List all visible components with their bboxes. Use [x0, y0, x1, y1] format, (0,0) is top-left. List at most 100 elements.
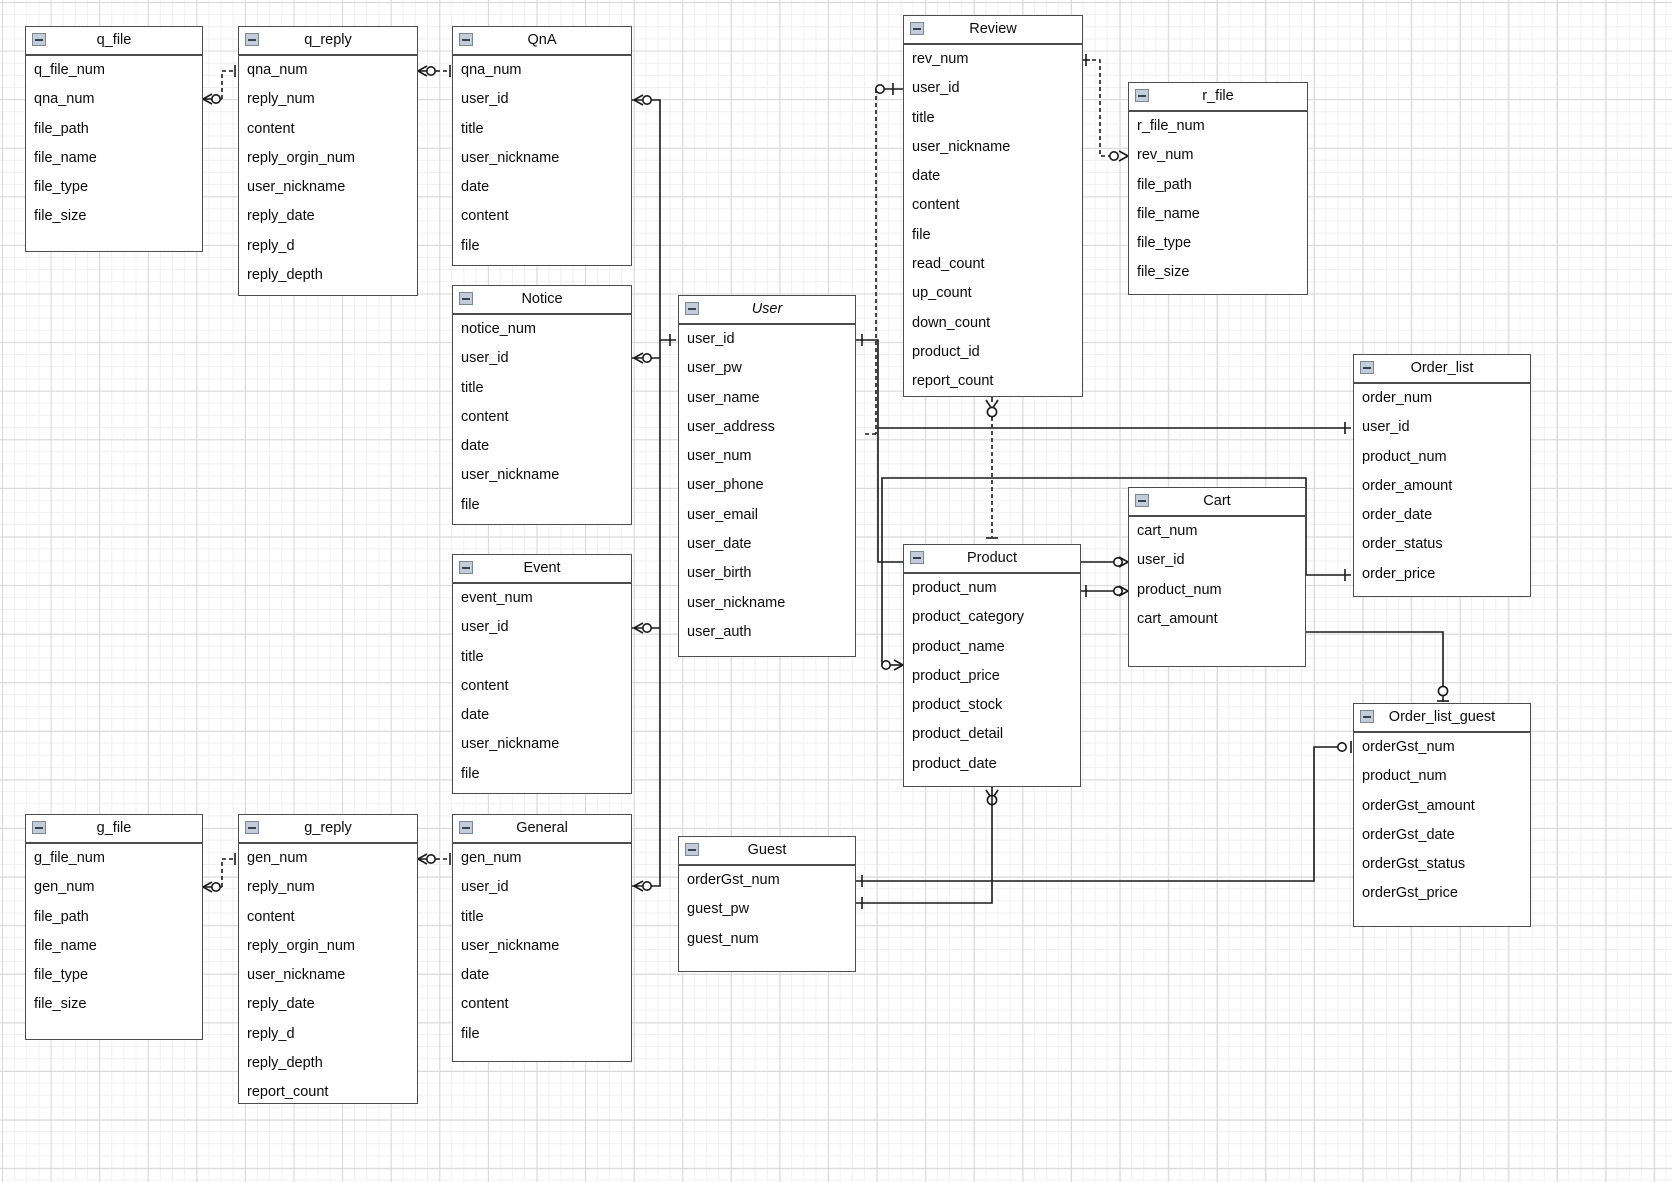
attribute-row[interactable]: qna_num [461, 62, 522, 78]
attribute-row[interactable]: report_count [247, 1084, 329, 1101]
collapse-minus-icon[interactable] [245, 821, 259, 834]
attribute-row[interactable]: date [461, 438, 490, 455]
collapse-minus-icon[interactable] [32, 33, 46, 46]
collapse-minus-icon[interactable] [459, 821, 473, 834]
attribute-row[interactable]: content [461, 996, 509, 1013]
collapse-minus-icon[interactable] [910, 551, 924, 564]
collapse-minus-icon[interactable] [685, 843, 699, 856]
attribute-row[interactable]: reply_orgin_num [247, 937, 356, 954]
attribute-row[interactable]: reply_d [247, 1025, 295, 1042]
attribute-row[interactable]: orderGst_status [1362, 856, 1466, 873]
attribute-row[interactable]: user_date [687, 536, 752, 553]
attribute-row[interactable]: reply_date [247, 996, 315, 1013]
attribute-row[interactable]: order_status [1362, 536, 1443, 553]
collapse-minus-icon[interactable] [910, 22, 924, 35]
attribute-row[interactable]: read_count [912, 256, 985, 273]
attribute-row[interactable]: title [461, 908, 484, 925]
attribute-row[interactable]: user_nickname [461, 937, 560, 954]
attribute-row[interactable]: product_name [912, 638, 1005, 655]
attribute-row[interactable]: cart_amount [1137, 610, 1218, 627]
attribute-row[interactable]: file_type [1137, 235, 1192, 252]
attribute-row[interactable]: file [461, 496, 480, 513]
attribute-row[interactable]: orderGst_date [1362, 826, 1455, 843]
attribute-row[interactable]: title [912, 109, 935, 126]
attribute-row[interactable]: product_num [1137, 581, 1222, 598]
attribute-row[interactable]: title [461, 379, 484, 396]
attribute-row[interactable]: product_num [1362, 448, 1447, 465]
attribute-row[interactable]: file_type [34, 179, 89, 196]
attribute-row[interactable]: cart_num [1137, 523, 1198, 539]
attribute-row[interactable]: down_count [912, 314, 991, 331]
attribute-row[interactable]: date [461, 707, 490, 724]
attribute-row[interactable]: reply_depth [247, 1055, 323, 1072]
attribute-row[interactable]: notice_num [461, 321, 536, 337]
attribute-row[interactable]: user_num [687, 448, 752, 465]
collapse-minus-icon[interactable] [1360, 710, 1374, 723]
attribute-row[interactable]: rev_num [912, 51, 969, 67]
attribute-row[interactable]: user_pw [687, 360, 742, 377]
attribute-row[interactable]: gen_num [461, 850, 522, 866]
collapse-minus-icon[interactable] [1135, 89, 1149, 102]
attribute-row[interactable]: file_path [34, 120, 89, 137]
attribute-row[interactable]: product_id [912, 343, 980, 360]
attribute-row[interactable]: file [461, 1025, 480, 1042]
attribute-row[interactable]: reply_depth [247, 267, 323, 284]
attribute-row[interactable]: user_nickname [687, 594, 786, 611]
attribute-row[interactable]: file_size [34, 208, 87, 225]
attribute-row[interactable]: file [461, 765, 480, 782]
attribute-row[interactable]: user_nickname [247, 179, 346, 196]
attribute-row[interactable]: file [461, 237, 480, 254]
attribute-row[interactable]: g_file_num [34, 850, 105, 866]
attribute-row[interactable]: product_stock [912, 697, 1003, 714]
attribute-row[interactable]: product_detail [912, 726, 1004, 743]
attribute-row[interactable]: order_amount [1362, 477, 1453, 494]
attribute-row[interactable]: reply_orgin_num [247, 149, 356, 166]
attribute-row[interactable]: user_email [687, 506, 758, 523]
attribute-row[interactable]: reply_num [247, 879, 315, 896]
attribute-row[interactable]: q_file_num [34, 62, 105, 78]
attribute-row[interactable]: guest_num [687, 930, 759, 947]
attribute-row[interactable]: file_name [1137, 205, 1200, 222]
attribute-row[interactable]: user_id [1362, 419, 1410, 436]
attribute-row[interactable]: user_id [912, 80, 960, 97]
attribute-row[interactable]: qna_num [247, 62, 308, 78]
attribute-row[interactable]: orderGst_num [687, 872, 780, 888]
collapse-minus-icon[interactable] [459, 292, 473, 305]
attribute-row[interactable]: product_num [912, 580, 997, 596]
attribute-row[interactable]: product_category [912, 609, 1025, 626]
attribute-row[interactable]: content [461, 408, 509, 425]
attribute-row[interactable]: orderGst_price [1362, 885, 1458, 902]
attribute-row[interactable]: reply_date [247, 208, 315, 225]
attribute-row[interactable]: user_address [687, 418, 775, 435]
attribute-row[interactable]: qna_num [34, 91, 95, 108]
attribute-row[interactable]: user_nickname [461, 736, 560, 753]
attribute-row[interactable]: gen_num [247, 850, 308, 866]
attribute-row[interactable]: user_id [461, 879, 509, 896]
attribute-row[interactable]: user_id [687, 331, 735, 347]
attribute-row[interactable]: file_name [34, 937, 97, 954]
collapse-minus-icon[interactable] [245, 33, 259, 46]
attribute-row[interactable]: user_nickname [461, 149, 560, 166]
collapse-minus-icon[interactable] [459, 561, 473, 574]
attribute-row[interactable]: user_id [461, 619, 509, 636]
attribute-row[interactable]: r_file_num [1137, 118, 1205, 134]
collapse-minus-icon[interactable] [1360, 361, 1374, 374]
attribute-row[interactable]: file_path [1137, 176, 1192, 193]
attribute-row[interactable]: user_nickname [247, 967, 346, 984]
attribute-row[interactable]: gen_num [34, 879, 95, 896]
attribute-row[interactable]: product_price [912, 667, 1000, 684]
attribute-row[interactable]: date [912, 168, 941, 185]
attribute-row[interactable]: file_type [34, 967, 89, 984]
